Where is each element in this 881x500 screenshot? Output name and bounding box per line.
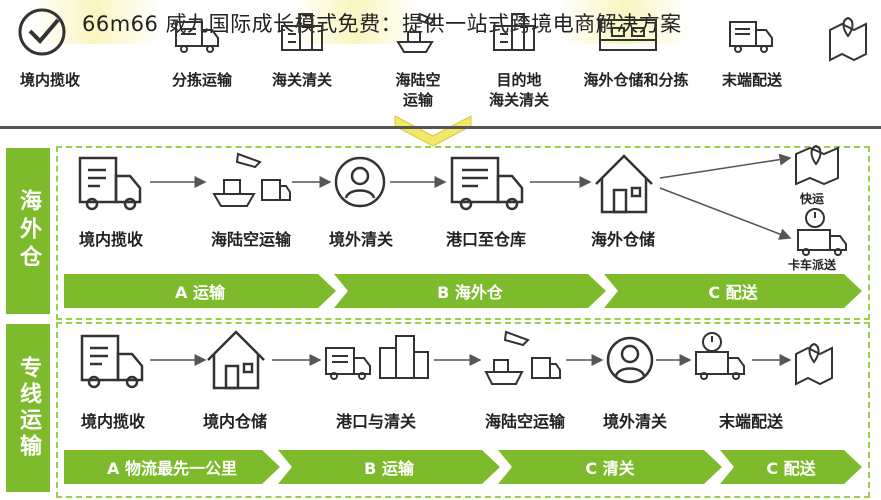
top-icons — [18, 8, 867, 147]
ship-plane-icon — [212, 152, 291, 207]
truck-icon — [450, 156, 524, 211]
phase-band: B 运输 — [278, 450, 500, 484]
section-box-overseas — [56, 146, 870, 320]
section-title-text: 海外仓 — [16, 189, 41, 273]
top-label: 海外仓储和分拣 — [583, 71, 689, 89]
top-label: 末端配送 — [721, 71, 782, 89]
phase-label: C 配送 — [766, 459, 816, 478]
section-box-dedicated — [56, 322, 870, 498]
truck-icon — [78, 156, 142, 211]
step-label: 境内仓储 — [202, 412, 267, 431]
ship-plane-icon — [396, 12, 436, 53]
warehouse-icon — [599, 19, 657, 51]
phase-band: C 配送 — [720, 450, 862, 484]
phase-label: B 海外仓 — [437, 283, 503, 302]
branch-label: 卡车派送 — [788, 258, 837, 272]
header-band — [0, 0, 881, 44]
top-label: 海陆空 运输 — [395, 71, 441, 109]
phase-label: A 运输 — [175, 283, 225, 302]
truck-icon — [729, 21, 773, 53]
truck-icon — [175, 21, 219, 53]
truck-icon — [80, 334, 144, 389]
map-pin-icon — [829, 16, 867, 62]
step-label: 港口至仓库 — [445, 230, 526, 249]
branch-label: 快运 — [800, 192, 825, 206]
step-label: 海外仓储 — [590, 230, 655, 249]
phase-band: B 海外仓 — [334, 274, 606, 308]
phase-label: A 物流最先一公里 — [107, 459, 237, 478]
phase-label: C 清关 — [585, 459, 635, 478]
express-truck-icon — [797, 208, 847, 256]
top-label: 目的地 海关清关 — [488, 71, 549, 109]
phase-label: B 运输 — [364, 459, 414, 478]
dedicated-icons — [80, 330, 833, 390]
section-title-text: 专线运输 — [16, 356, 41, 460]
express-truck-icon — [695, 332, 745, 380]
step-label: 境内揽收 — [78, 230, 143, 249]
phase-band: C 配送 — [604, 274, 862, 308]
map-pin-icon — [795, 144, 839, 186]
step-label: 海陆空运输 — [210, 230, 291, 249]
ship-plane-icon — [484, 330, 561, 385]
phase-band: C 清关 — [498, 450, 722, 484]
overseas-icons — [78, 144, 847, 256]
step-label: 海陆空运输 — [484, 412, 565, 431]
warehouse-icon — [595, 154, 653, 214]
phase-label: C 配送 — [708, 283, 758, 302]
truck-building-icon — [325, 335, 429, 380]
step-label: 港口与清关 — [335, 412, 416, 431]
customs-officer-icon — [334, 156, 386, 208]
building-icon — [493, 13, 535, 51]
header-stripe — [30, 0, 160, 44]
step-label: 境外清关 — [328, 230, 393, 249]
step-label: 末端配送 — [718, 412, 783, 431]
check-circle-icon — [18, 8, 66, 56]
divider — [0, 126, 881, 129]
step-label: 境外清关 — [602, 412, 667, 431]
section-title-overseas: 海外仓 — [6, 148, 50, 314]
step-label: 境内揽收 — [80, 412, 145, 431]
building-icon — [281, 13, 323, 51]
warehouse-icon — [207, 330, 265, 390]
phase-band: A 运输 — [64, 274, 336, 308]
phase-band: A 物流最先一公里 — [64, 450, 280, 484]
section-title-dedicated: 专线运输 — [6, 324, 50, 492]
top-label: 分拣运输 — [171, 71, 232, 89]
map-pin-icon — [795, 342, 833, 386]
page-title: 66m66 威九国际成长模式免费：提供一站式跨境电商解决方案 — [82, 12, 682, 36]
customs-officer-icon — [606, 336, 654, 384]
top-label: 海关清关 — [271, 71, 332, 89]
top-label: 境内揽收 — [19, 71, 80, 89]
